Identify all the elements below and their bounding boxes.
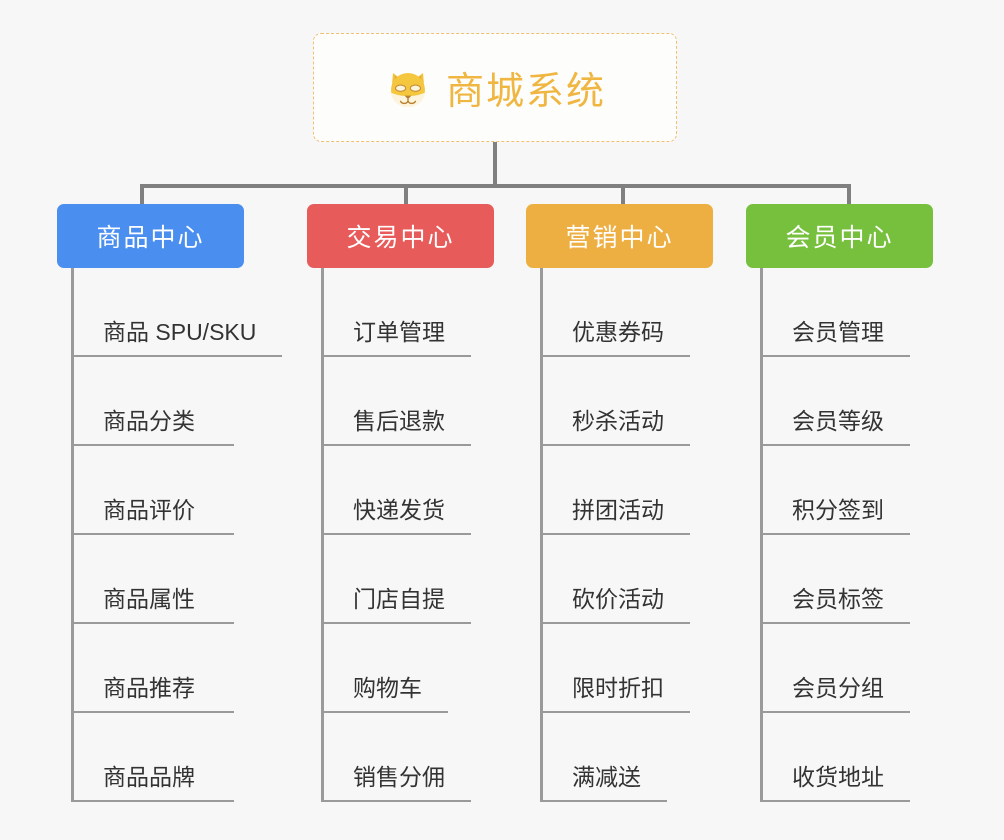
leaf-item-label: 商品 SPU/SKU bbox=[103, 319, 257, 345]
column-product-center: 商品中心 商品 SPU/SKU 商品分类 商品评价 商品属性 商品推荐 商品品牌 bbox=[57, 204, 282, 802]
leaf-item-label: 商品推荐 bbox=[103, 675, 195, 701]
root-node[interactable]: 商城系统 bbox=[313, 33, 677, 142]
column-trunk-line bbox=[71, 268, 74, 802]
leaf-item-label: 商品分类 bbox=[103, 408, 195, 434]
category-header-member-center[interactable]: 会员中心 bbox=[746, 204, 933, 268]
connector-drop-marketing-center bbox=[621, 184, 625, 205]
leaf-item[interactable]: 会员分组 bbox=[760, 624, 910, 713]
leaf-item[interactable]: 秒杀活动 bbox=[540, 357, 690, 446]
leaf-list-trade-center: 订单管理 售后退款 快递发货 门店自提 购物车 销售分佣 bbox=[307, 268, 494, 802]
category-header-label: 商品中心 bbox=[96, 224, 205, 252]
leaf-list-marketing-center: 优惠券码 秒杀活动 拼团活动 砍价活动 限时折扣 满减送 bbox=[526, 268, 713, 802]
leaf-item-label: 会员标签 bbox=[792, 586, 884, 612]
leaf-item[interactable]: 会员管理 bbox=[760, 268, 910, 357]
leaf-item[interactable]: 销售分佣 bbox=[321, 713, 471, 802]
leaf-item[interactable]: 商品属性 bbox=[71, 535, 234, 624]
leaf-item[interactable]: 拼团活动 bbox=[540, 446, 690, 535]
leaf-item-label: 砍价活动 bbox=[572, 586, 664, 612]
leaf-item[interactable]: 快递发货 bbox=[321, 446, 471, 535]
leaf-item[interactable]: 售后退款 bbox=[321, 357, 471, 446]
leaf-item[interactable]: 购物车 bbox=[321, 624, 448, 713]
connector-drop-member-center bbox=[847, 184, 851, 205]
column-marketing-center: 营销中心 优惠券码 秒杀活动 拼团活动 砍价活动 限时折扣 满减送 bbox=[526, 204, 713, 802]
leaf-item-label: 商品评价 bbox=[103, 497, 195, 523]
connector-horizontal-bus bbox=[140, 184, 851, 188]
leaf-item-label: 商品品牌 bbox=[103, 764, 195, 790]
leaf-item-label: 销售分佣 bbox=[353, 764, 445, 790]
leaf-item[interactable]: 商品分类 bbox=[71, 357, 234, 446]
connector-drop-trade-center bbox=[404, 184, 408, 205]
leaf-item-label: 拼团活动 bbox=[572, 497, 664, 523]
category-header-label: 营销中心 bbox=[565, 224, 674, 252]
leaf-item-label: 商品属性 bbox=[103, 586, 195, 612]
leaf-item[interactable]: 收货地址 bbox=[760, 713, 910, 802]
leaf-item-label: 优惠券码 bbox=[572, 319, 664, 345]
leaf-item-label: 订单管理 bbox=[353, 319, 445, 345]
leaf-item[interactable]: 商品品牌 bbox=[71, 713, 234, 802]
leaf-item[interactable]: 会员标签 bbox=[760, 535, 910, 624]
leaf-item[interactable]: 会员等级 bbox=[760, 357, 910, 446]
leaf-list-member-center: 会员管理 会员等级 积分签到 会员标签 会员分组 收货地址 bbox=[746, 268, 933, 802]
leaf-item-label: 快递发货 bbox=[353, 497, 445, 523]
leaf-item-label: 收货地址 bbox=[792, 764, 884, 790]
category-header-marketing-center[interactable]: 营销中心 bbox=[526, 204, 713, 268]
leaf-item[interactable]: 限时折扣 bbox=[540, 624, 690, 713]
leaf-item[interactable]: 商品 SPU/SKU bbox=[71, 268, 282, 357]
category-header-label: 会员中心 bbox=[785, 224, 894, 252]
leaf-list-product-center: 商品 SPU/SKU 商品分类 商品评价 商品属性 商品推荐 商品品牌 bbox=[57, 268, 282, 802]
column-trunk-line bbox=[760, 268, 763, 802]
leaf-item[interactable]: 门店自提 bbox=[321, 535, 471, 624]
leaf-item[interactable]: 商品评价 bbox=[71, 446, 234, 535]
leaf-item-label: 门店自提 bbox=[353, 586, 445, 612]
leaf-item-label: 满减送 bbox=[572, 764, 641, 790]
shiba-dog-face-icon bbox=[384, 64, 432, 112]
column-member-center: 会员中心 会员管理 会员等级 积分签到 会员标签 会员分组 收货地址 bbox=[746, 204, 933, 802]
category-header-label: 交易中心 bbox=[346, 224, 455, 252]
leaf-item[interactable]: 积分签到 bbox=[760, 446, 910, 535]
leaf-item-label: 售后退款 bbox=[353, 408, 445, 434]
connector-root-stem bbox=[493, 142, 497, 187]
leaf-item-label: 会员分组 bbox=[792, 675, 884, 701]
leaf-item[interactable]: 订单管理 bbox=[321, 268, 471, 357]
leaf-item-label: 购物车 bbox=[353, 675, 422, 701]
column-trunk-line bbox=[540, 268, 543, 802]
leaf-item[interactable]: 优惠券码 bbox=[540, 268, 690, 357]
category-header-product-center[interactable]: 商品中心 bbox=[57, 204, 244, 268]
column-trade-center: 交易中心 订单管理 售后退款 快递发货 门店自提 购物车 销售分佣 bbox=[307, 204, 494, 802]
leaf-item-label: 秒杀活动 bbox=[572, 408, 664, 434]
connector-drop-product-center bbox=[140, 184, 144, 205]
leaf-item-label: 限时折扣 bbox=[572, 675, 664, 701]
root-title: 商城系统 bbox=[445, 71, 606, 113]
leaf-item-label: 积分签到 bbox=[792, 497, 884, 523]
leaf-item-label: 会员等级 bbox=[792, 408, 884, 434]
leaf-item[interactable]: 商品推荐 bbox=[71, 624, 234, 713]
leaf-item-label: 会员管理 bbox=[792, 319, 884, 345]
leaf-item[interactable]: 砍价活动 bbox=[540, 535, 690, 624]
column-trunk-line bbox=[321, 268, 324, 802]
category-header-trade-center[interactable]: 交易中心 bbox=[307, 204, 494, 268]
leaf-item[interactable]: 满减送 bbox=[540, 713, 667, 802]
